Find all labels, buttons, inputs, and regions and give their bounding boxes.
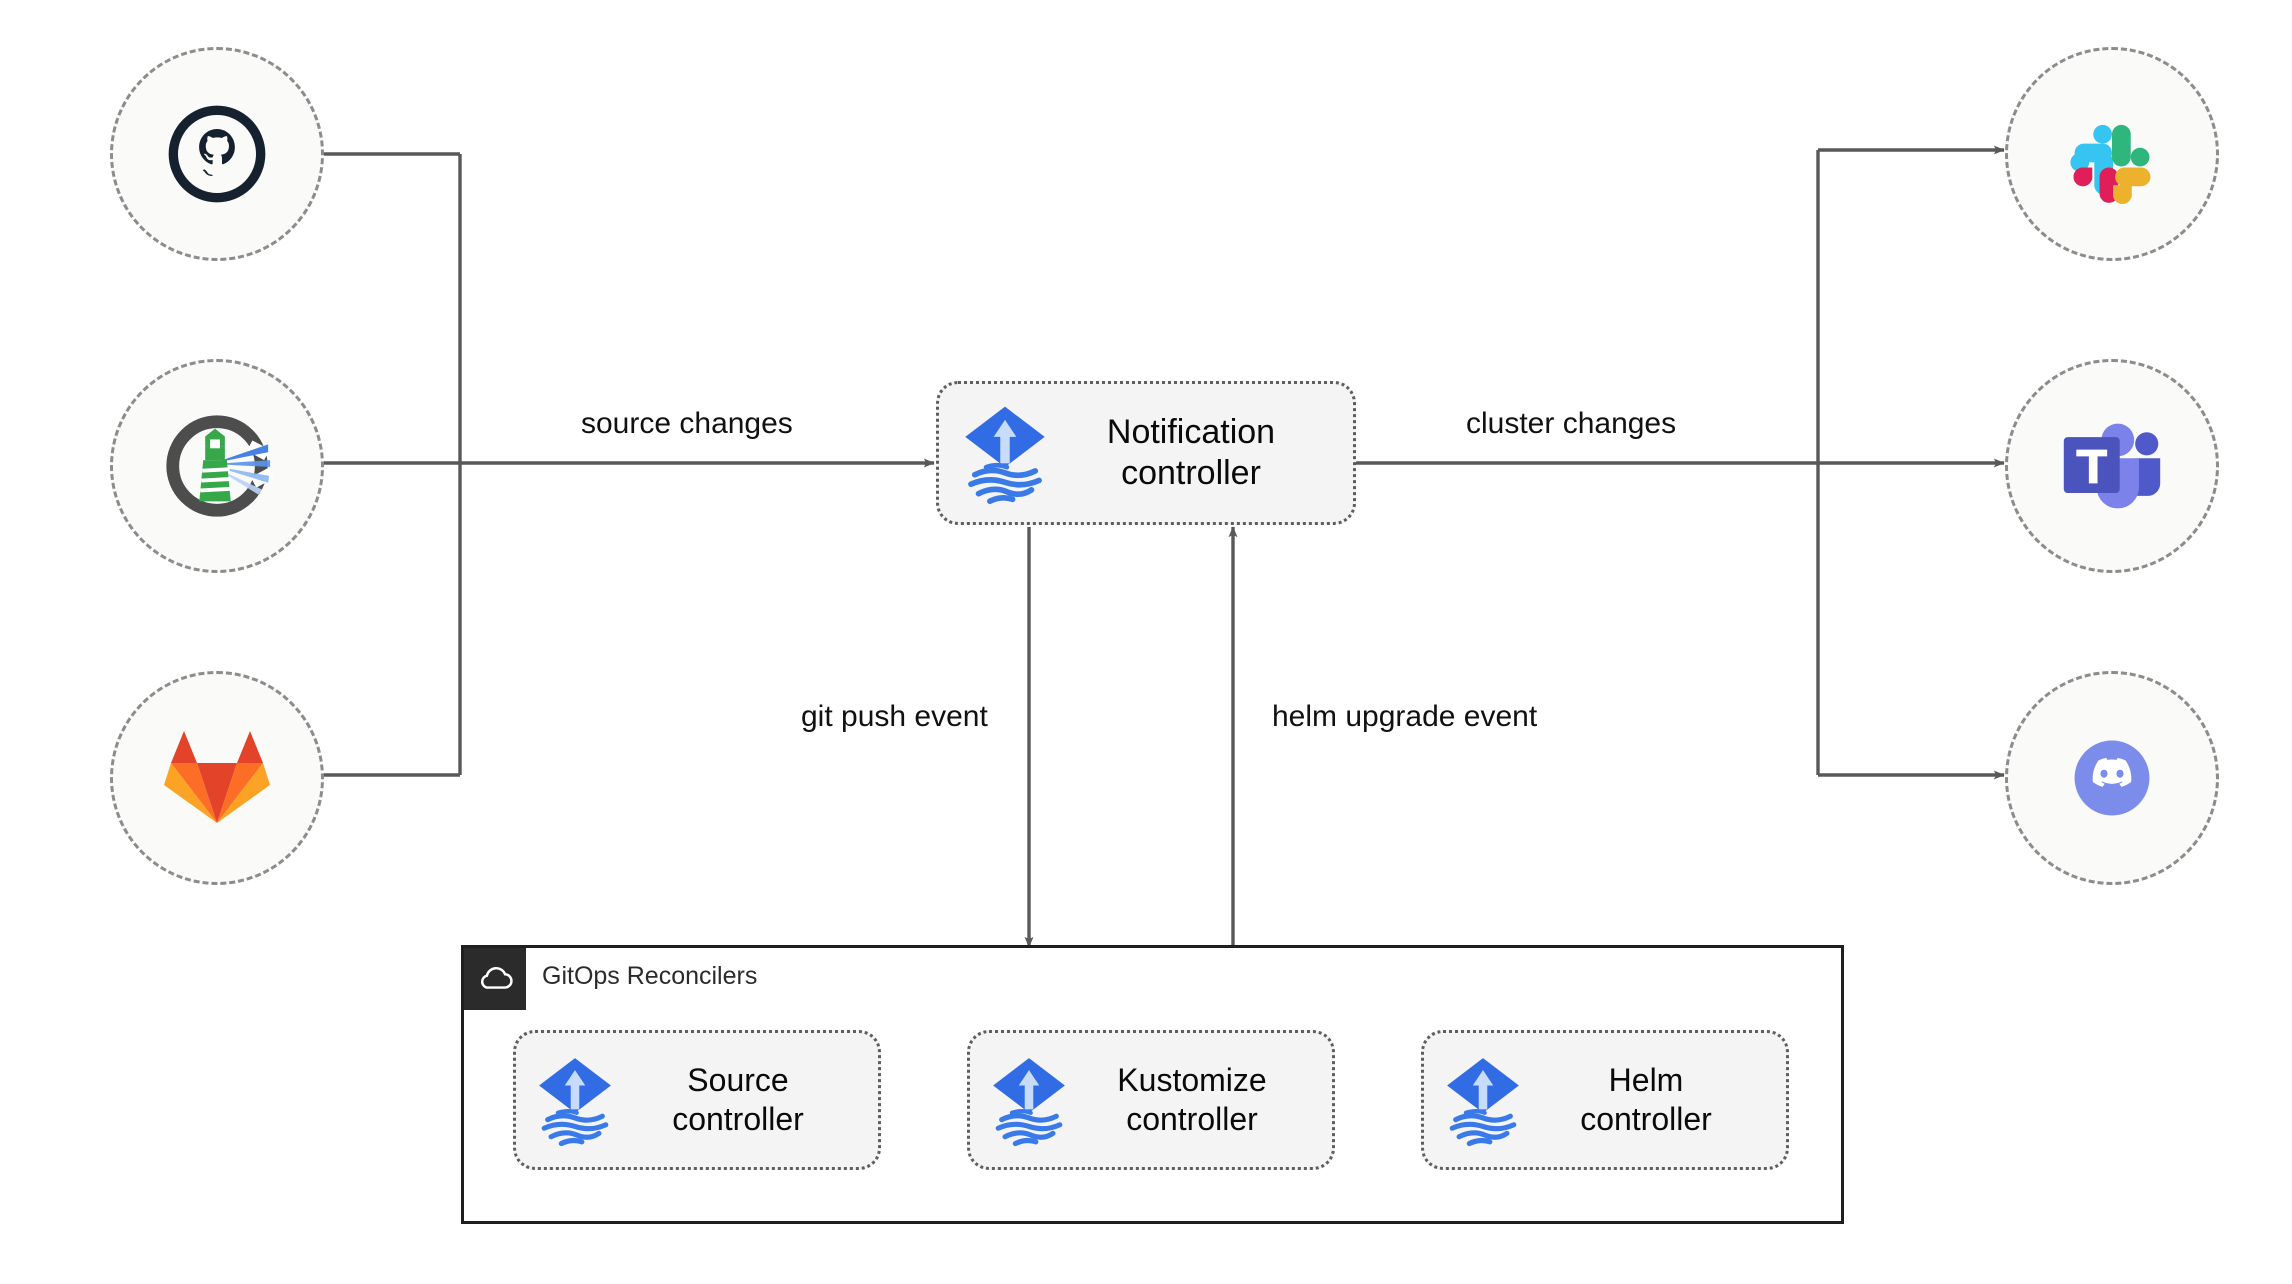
edge-label-git-push-event: git push event [801,700,988,733]
source-node-flux[interactable] [110,359,324,573]
notification-controller-box[interactable]: Notification controller [936,381,1356,525]
slack-icon [2060,102,2164,206]
edge-label-helm-upgrade-event: helm upgrade event [1272,700,1538,733]
source-node-github[interactable] [110,47,324,261]
gitlab-icon [162,724,272,832]
flux-cd-icon [1440,1053,1526,1147]
edge-label-cluster-changes: cluster changes [1466,407,1677,440]
cloud-icon [464,948,526,1010]
flux-cd-icon [957,401,1053,505]
edge-label-source-changes: source changes [581,407,793,440]
kustomize-controller-box[interactable]: Kustomize controller [967,1030,1335,1170]
kustomize-controller-label: Kustomize controller [1117,1061,1267,1137]
destination-node-slack[interactable] [2005,47,2219,261]
source-controller-box[interactable]: Source controller [513,1030,881,1170]
source-controller-label: Source controller [672,1061,804,1137]
discord-icon [2060,726,2164,830]
destination-node-teams[interactable] [2005,359,2219,573]
source-node-gitlab[interactable] [110,671,324,885]
github-icon [165,102,269,206]
flux-cd-icon [532,1053,618,1147]
flux-cd-icon [986,1053,1072,1147]
flux-lighthouse-icon [158,407,276,525]
notification-controller-label: Notification controller [1106,412,1276,492]
helm-controller-label: Helm controller [1580,1061,1712,1137]
destination-node-discord[interactable] [2005,671,2219,885]
microsoft-teams-icon [2058,418,2166,514]
gitops-reconcilers-title: GitOps Reconcilers [542,962,758,990]
helm-controller-box[interactable]: Helm controller [1421,1030,1789,1170]
